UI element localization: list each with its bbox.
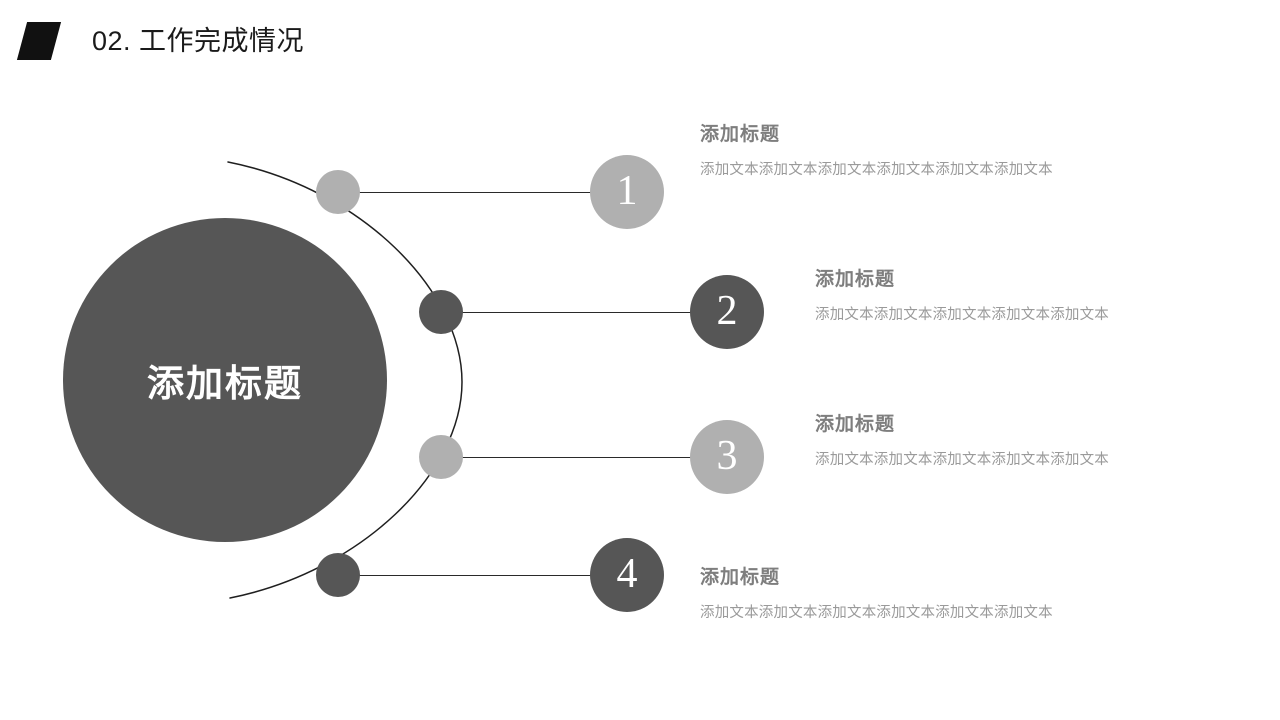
step-title-4: 添加标题 xyxy=(700,567,781,588)
step-number-1: 1 xyxy=(616,168,638,214)
step-body-2: 添加文本添加文本添加文本添加文本添加文本 xyxy=(815,307,1109,323)
step-title-1: 添加标题 xyxy=(700,124,781,145)
step-text-block-3: 添加标题 添加文本添加文本添加文本添加文本添加文本 xyxy=(815,409,1109,470)
step-text-block-1: 添加标题 添加文本添加文本添加文本添加文本添加文本添加文本 xyxy=(700,119,1053,180)
step-number-4: 4 xyxy=(616,551,638,597)
step-title-3: 添加标题 xyxy=(815,414,896,435)
header-marker-icon xyxy=(16,22,62,60)
connector-line-2 xyxy=(458,312,696,313)
hub-circle[interactable]: 添加标题 xyxy=(63,218,387,542)
step-circle-1[interactable]: 1 xyxy=(590,155,664,229)
step-circle-4[interactable]: 4 xyxy=(590,538,664,612)
step-circle-2[interactable]: 2 xyxy=(690,275,764,349)
arc-dot-4[interactable] xyxy=(316,553,360,597)
step-body-3: 添加文本添加文本添加文本添加文本添加文本 xyxy=(815,452,1109,468)
step-number-3: 3 xyxy=(716,433,738,479)
connector-line-1 xyxy=(352,192,596,193)
arc-dot-1[interactable] xyxy=(316,170,360,214)
arc-dot-3[interactable] xyxy=(419,435,463,479)
step-number-2: 2 xyxy=(716,288,738,334)
slide-header: 02. 工作完成情况 xyxy=(0,0,1280,90)
step-title-2: 添加标题 xyxy=(815,269,896,290)
step-circle-3[interactable]: 3 xyxy=(690,420,764,494)
connector-line-3 xyxy=(458,457,696,458)
hub-label: 添加标题 xyxy=(147,363,303,404)
arc-dot-2[interactable] xyxy=(419,290,463,334)
step-text-block-4: 添加标题 添加文本添加文本添加文本添加文本添加文本添加文本 xyxy=(700,562,1053,623)
connector-line-4 xyxy=(336,575,596,576)
step-body-1: 添加文本添加文本添加文本添加文本添加文本添加文本 xyxy=(700,162,1053,178)
step-text-block-2: 添加标题 添加文本添加文本添加文本添加文本添加文本 xyxy=(815,264,1109,325)
page-title: 02. 工作完成情况 xyxy=(92,26,305,56)
step-body-4: 添加文本添加文本添加文本添加文本添加文本添加文本 xyxy=(700,605,1053,621)
